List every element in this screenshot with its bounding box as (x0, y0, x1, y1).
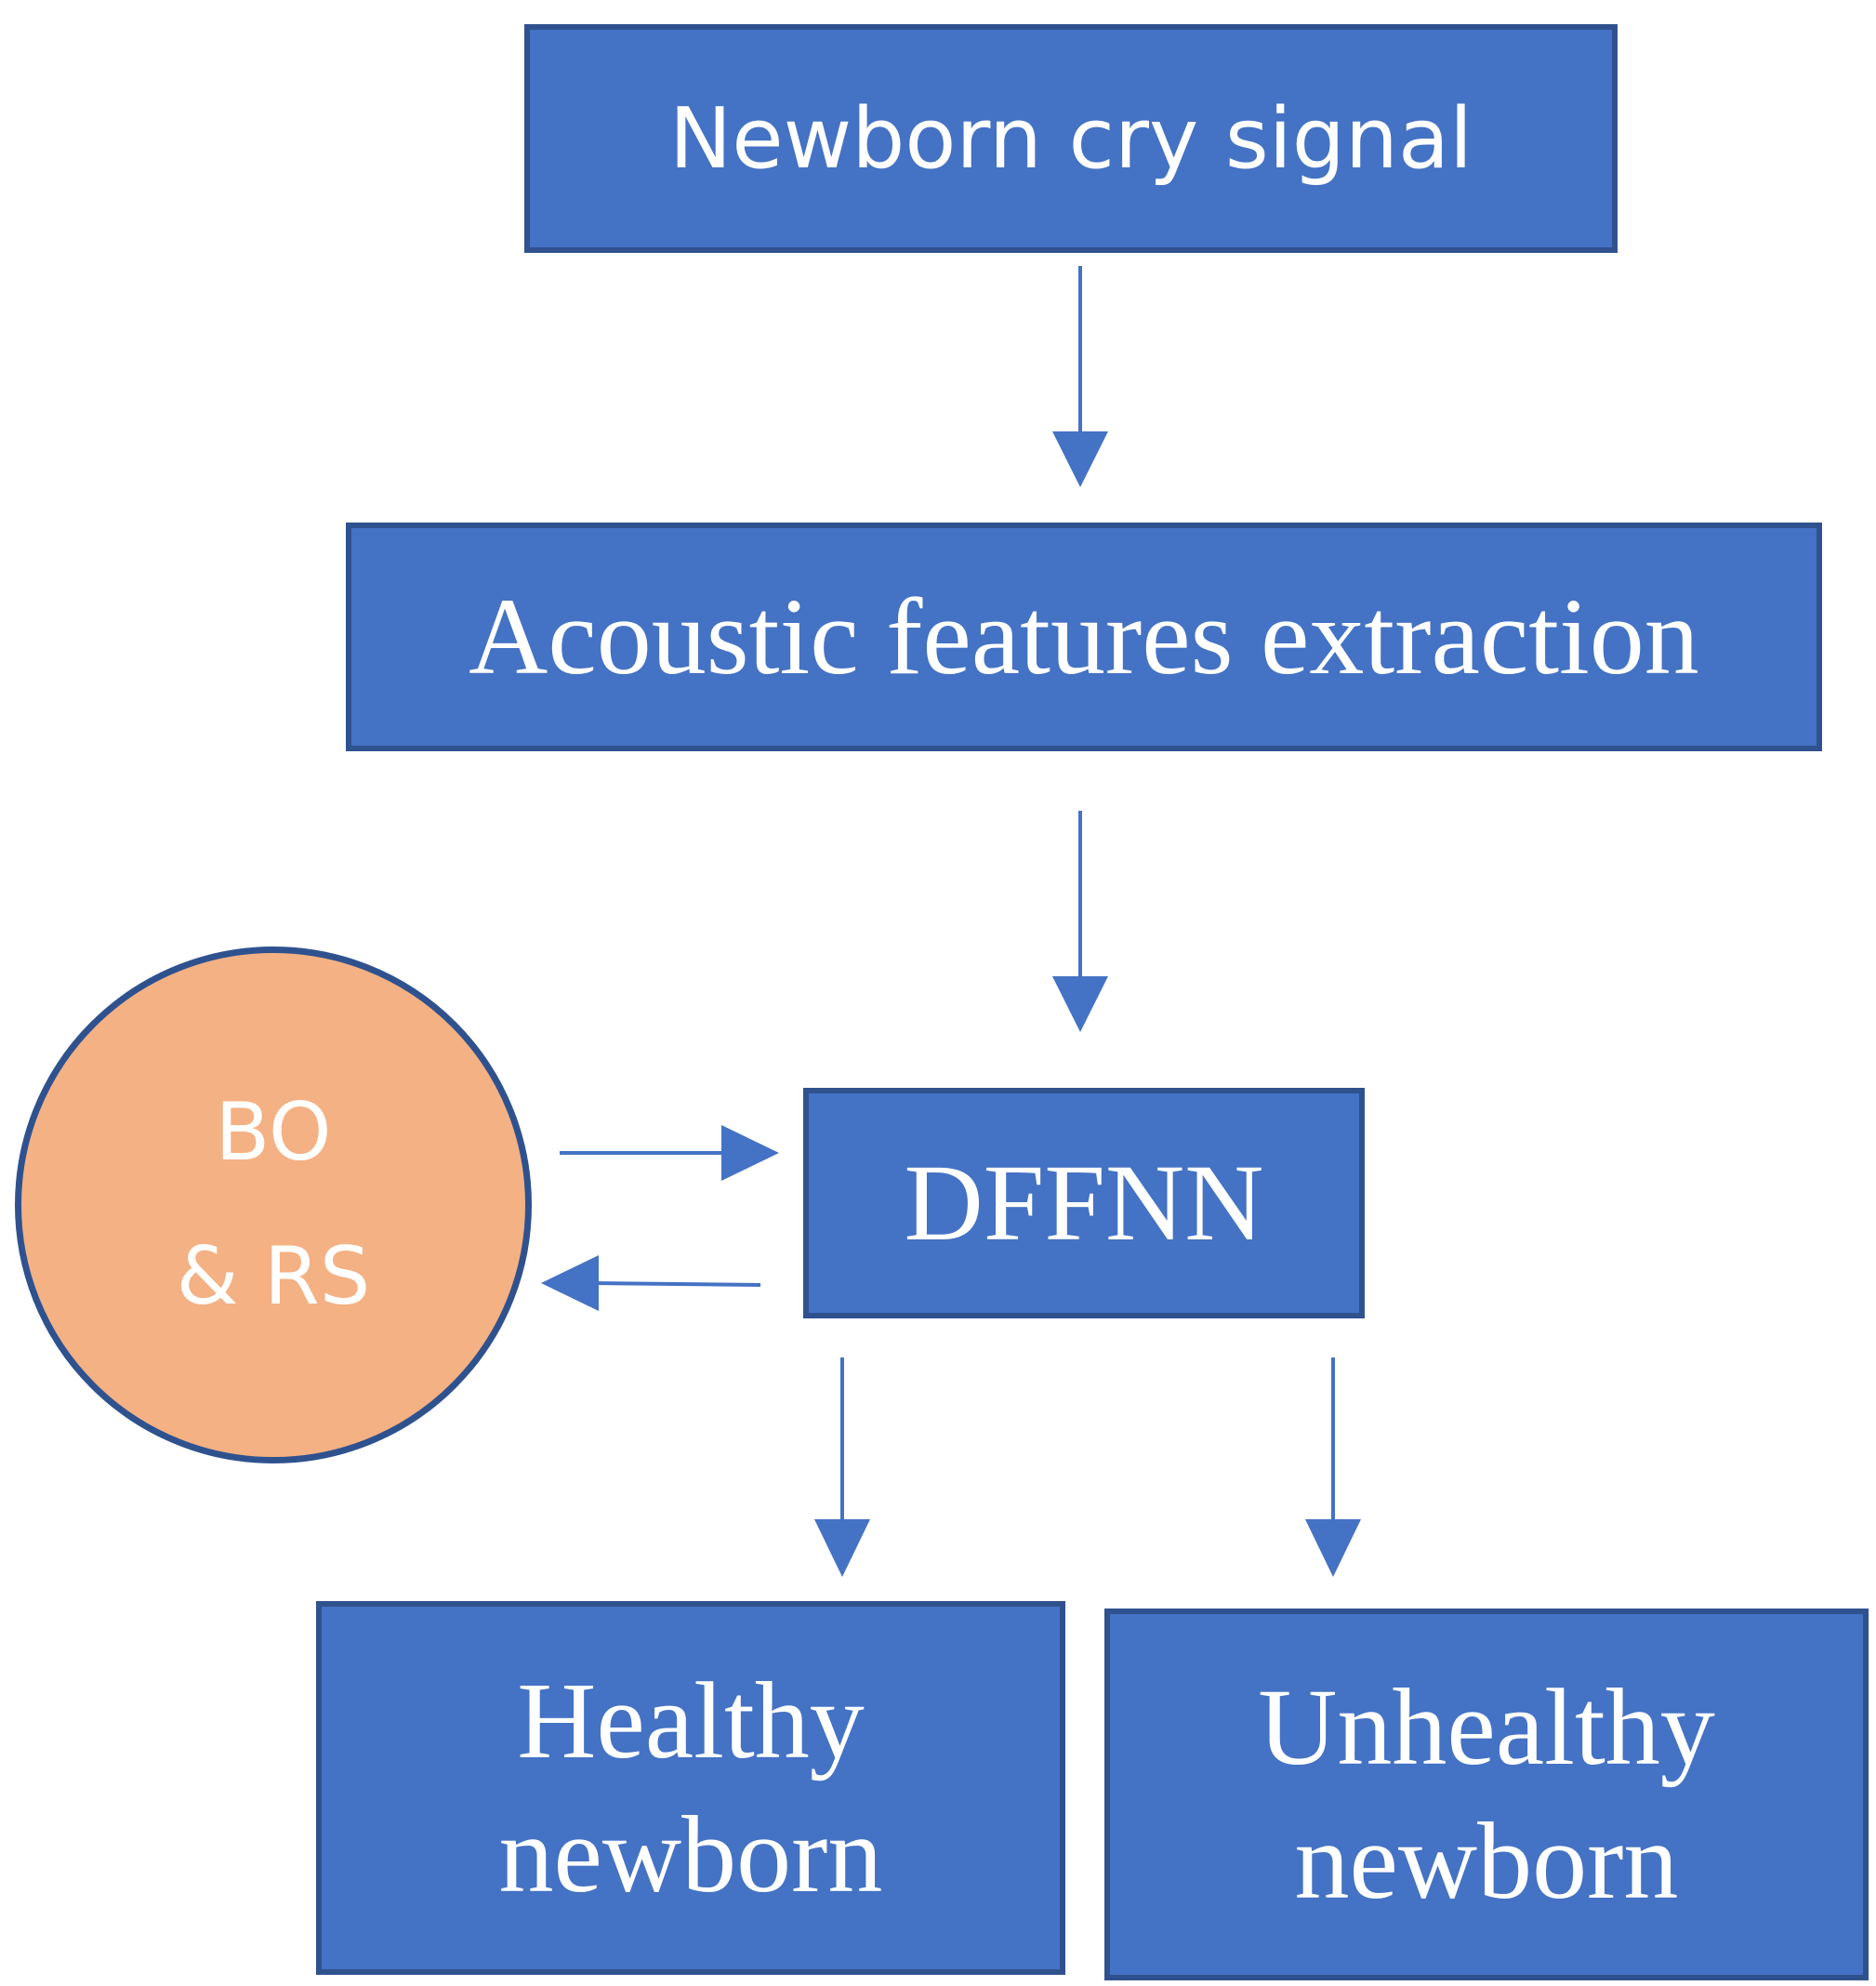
node-unhealthy-newborn: Unhealthy newborn (1104, 1609, 1869, 1980)
node-acoustic-features-extraction-label: Acoustic features extraction (469, 576, 1699, 697)
node-newborn-cry-signal: Newborn cry signal (524, 24, 1618, 253)
node-bo-rs-label-line2: & RS (176, 1230, 371, 1323)
node-healthy-newborn-label-line2: newborn (498, 1794, 883, 1915)
node-unhealthy-newborn-label-line2: newborn (1294, 1800, 1679, 1922)
arrow-dffnn-to-healthy (814, 1357, 870, 1577)
node-newborn-cry-signal-label: Newborn cry signal (668, 89, 1473, 188)
node-unhealthy-newborn-label-line1: Unhealthy (1258, 1666, 1715, 1789)
node-healthy-newborn: Healthy newborn (316, 1601, 1065, 1975)
arrow-dffnn-to-unhealthy (1305, 1357, 1361, 1577)
arrow-signal-to-features (1052, 266, 1108, 487)
node-dffnn-label: DFFNN (904, 1142, 1264, 1264)
node-dffnn: DFFNN (803, 1088, 1365, 1318)
node-healthy-newborn-label-line1: Healthy (517, 1660, 865, 1782)
node-acoustic-features-extraction: Acoustic features extraction (346, 523, 1822, 751)
arrow-features-to-dffnn (1052, 811, 1108, 1032)
arrow-dffnn-to-optimizer (541, 1255, 761, 1311)
node-bo-rs-optimizer: BO & RS (15, 947, 532, 1463)
node-bo-rs-label-line1: BO (215, 1086, 332, 1180)
arrow-optimizer-to-dffnn (560, 1125, 779, 1181)
